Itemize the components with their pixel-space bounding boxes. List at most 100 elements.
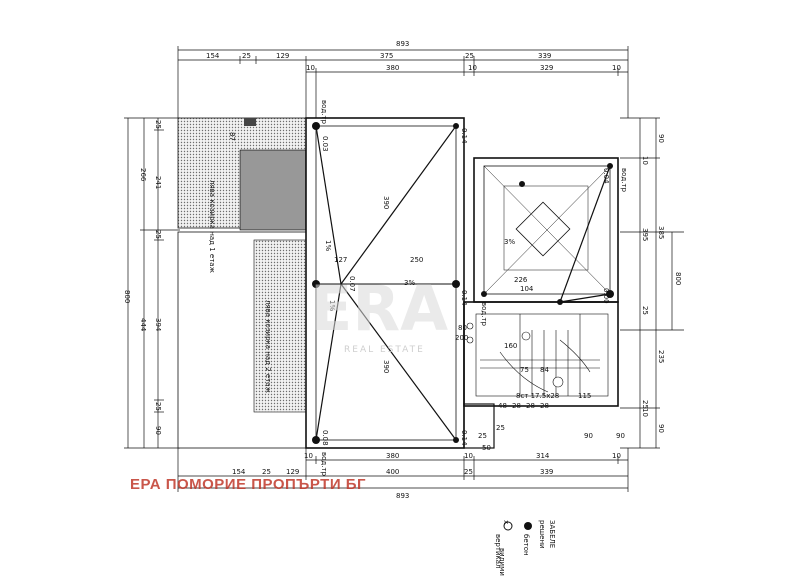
dim-top-r2-2: 380 (386, 64, 399, 72)
dim-top-3: 129 (276, 52, 289, 60)
dim-bot-r1-3: 10 (464, 452, 473, 460)
dim-115: 115 (578, 392, 591, 400)
dim-250: 250 (410, 256, 423, 264)
rain-pipe-3: вод.тр (320, 452, 328, 477)
dim-left-in-5: 25 (154, 402, 162, 411)
dim-50: 50 (482, 444, 491, 452)
dim-top-r2-1: 10 (306, 64, 315, 72)
agency-label: ЕРА ПОМОРИЕ ПРОПЪРТИ БГ (130, 476, 367, 493)
dim-right-outer-2: 385 (657, 226, 665, 239)
dim-25: 25 (478, 432, 487, 440)
dim-left-in-6: 90 (154, 426, 162, 435)
dim-bot-4: 400 (386, 468, 399, 476)
dim-84: 84 (540, 366, 549, 374)
stair-treads (466, 314, 600, 396)
dim-left-in-3: 25 (154, 230, 162, 239)
dim-right-overall: 800 (674, 272, 682, 285)
dim-top-1: 154 (206, 52, 220, 60)
slab-mark-3: 0.07 (348, 276, 356, 292)
dim-28c: 28 (540, 402, 549, 410)
legend-line-3: видими (498, 548, 506, 576)
dim-390b: 390 (382, 360, 390, 373)
slab-mark-1: 0.03 (321, 136, 329, 152)
dim-87: 87 (228, 132, 236, 141)
legend-line-4: х (502, 520, 510, 524)
legend-line-5: вертикал (494, 534, 502, 569)
columns (312, 122, 614, 444)
legend-title: ЗАБЕЛЕ (548, 520, 556, 548)
dim-bot-5: 25 (464, 468, 473, 476)
stair-label: 8ст 17.5x28 (516, 392, 559, 400)
rain-pipe-labels: вод.тр вод.тр вод.тр вод.тр (320, 100, 628, 477)
dim-bot-r1-2: 380 (386, 452, 399, 460)
top-dimension-values: 893 154 25 129 375 25 339 10 380 10 329 … (206, 40, 621, 72)
slope-4: 3% (504, 238, 515, 246)
slope-1: 1% (324, 240, 332, 251)
dim-226: 226 (514, 276, 528, 284)
slab-mark-4: 0.14 (460, 290, 468, 306)
slope-2: 1% (328, 300, 336, 311)
slab-mark-6: 0.14 (460, 430, 468, 446)
slope-marks: 1% 1% 3% 3% (324, 238, 515, 311)
dim-top-4: 375 (380, 52, 393, 60)
dim-right-in-2: 395 (641, 228, 649, 241)
left-dimension-lines (124, 117, 180, 449)
dim-28a: 28 (512, 402, 521, 410)
legend: ЗАБЕЛЕ решени бетон видими х вертикал (494, 520, 556, 576)
right-dimension-values: 800 90 385 235 90 10 395 25 25 10 (641, 134, 682, 433)
legend-line-1: решени (538, 520, 546, 549)
dim-left-in-4: 444 (139, 318, 147, 332)
dim-right-outer-4: 90 (657, 424, 665, 433)
dim-90a: 90 (584, 432, 593, 440)
dim-25b: 25 (496, 424, 505, 432)
right-dimension-lines (620, 117, 684, 449)
dim-bot-r1-4: 314 (536, 452, 550, 460)
dim-right-in-5: 10 (641, 408, 649, 417)
slope-3: 3% (404, 279, 415, 287)
dim-right-in-4: 25 (641, 400, 649, 409)
slab-mark-7: 0.04 (602, 168, 610, 184)
dim-left-outer-1: 266 (139, 168, 147, 182)
dim-right-in-1: 10 (641, 156, 649, 165)
dim-90b: 90 (616, 432, 625, 440)
left-canopy-slabs (177, 117, 307, 449)
era-watermark-sub: REAL ESTATE (344, 345, 425, 355)
dim-top-r2-4: 329 (540, 64, 553, 72)
rain-pipe-1: вод.тр (320, 100, 328, 125)
bottom-dimension-lines (177, 448, 629, 492)
dim-200: 200 (455, 334, 468, 342)
dim-390a: 390 (382, 196, 390, 209)
dim-top-r2-5: 10 (612, 64, 621, 72)
dim-bot-overall: 893 (396, 492, 409, 500)
top-dimension-lines (177, 46, 629, 118)
legend-line-2: бетон (522, 534, 530, 556)
slab-mark-5: 0.08 (321, 430, 329, 446)
rain-pipe-2: вод.тр (620, 168, 628, 193)
rain-pipe-4: вод.тр (480, 302, 488, 327)
dim-bot-3: 129 (286, 468, 299, 476)
dim-bot-r1-1: 10 (304, 452, 313, 460)
dim-left-in-1: 25 (154, 120, 162, 129)
era-watermark: ERA (310, 272, 448, 345)
dim-127: 127 (334, 256, 347, 264)
dim-top-2: 25 (242, 52, 251, 60)
slab-mark-8: 0.00 (602, 288, 610, 304)
canopy-label-1: лява козирка над 1 етаж (208, 180, 216, 274)
dim-bot-2: 25 (262, 468, 271, 476)
slab-level-marks: 0.03 0.14 0.07 0.14 0.08 0.14 0.04 0.00 (321, 128, 610, 446)
dim-bot-r1-5: 10 (612, 452, 621, 460)
main-roof-outline (305, 117, 619, 449)
dim-left-in2-1: 394 (154, 318, 162, 332)
dim-28b: 28 (526, 402, 535, 410)
dim-top-5: 25 (465, 52, 474, 60)
dim-75: 75 (520, 366, 529, 374)
dim-104: 104 (520, 285, 534, 293)
dim-left-in-2: 241 (154, 176, 162, 189)
dim-left-overall: 800 (123, 290, 131, 303)
interior-dimensions: 127 250 226 104 390 390 80 200 160 115 7… (334, 196, 625, 452)
dim-top-overall: 893 (396, 40, 409, 48)
dim-80: 80 (458, 324, 467, 332)
dim-top-6: 339 (538, 52, 551, 60)
canopy-label-2: лява козирка над 2 етаж (264, 300, 272, 394)
